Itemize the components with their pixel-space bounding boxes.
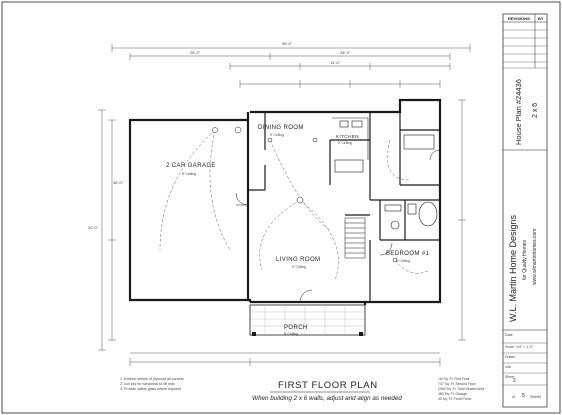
dim-left2: 36'-0" xyxy=(113,180,124,185)
area-row-2: 747 Sq. Ft. Second Floor xyxy=(438,382,476,386)
house-plan-number: House Plan #24436 xyxy=(514,79,523,145)
by-header: BY xyxy=(538,16,544,21)
field-scale: Scale: 1/4" = 1'-0" xyxy=(505,345,534,349)
interior-walls xyxy=(248,112,440,302)
dim-overall-top: 55'-0" xyxy=(282,41,293,46)
title-block-frame xyxy=(502,13,548,408)
dim-overall-top2: 28'-0" xyxy=(340,50,351,55)
bath-fixtures xyxy=(384,134,438,230)
dim-seg2: 14'-0" xyxy=(330,60,341,65)
revisions-header: REVISIONS xyxy=(508,16,530,21)
room-bedroom-label: BEDROOM #1 xyxy=(386,251,430,257)
wall-size: 2 x 6 xyxy=(532,102,539,118)
porch-area xyxy=(249,304,366,336)
room-porch-ceiling: 8' Ceiling xyxy=(284,332,298,336)
plan-title: FIRST FLOOR PLAN xyxy=(278,380,378,391)
staircase xyxy=(344,217,366,259)
field-date: Date xyxy=(505,333,513,337)
room-dining-ceiling: 9' Ceiling xyxy=(270,133,284,137)
field-sheet-label: Sheet xyxy=(505,375,515,379)
room-kitchen-ceiling: 9' Ceiling xyxy=(338,141,352,145)
room-bedroom-ceiling: 9' Ceiling xyxy=(396,259,410,263)
door-swings xyxy=(235,149,441,303)
field-sheets-word: Sheets xyxy=(530,395,542,399)
note-3: 3. Provide safety glass where required xyxy=(120,387,182,391)
field-drawn: Drawn xyxy=(505,355,516,359)
light-fixtures xyxy=(212,126,398,263)
field-sheets-total: 5 xyxy=(522,393,525,399)
revision-rows xyxy=(503,29,547,69)
room-porch-label: PORCH xyxy=(284,325,308,331)
area-row-1: 1st Sq. Ft. First Floor xyxy=(438,377,470,381)
title-field-rows xyxy=(503,342,547,386)
dimension-lines xyxy=(98,44,471,366)
room-kitchen-label: KITCHEN xyxy=(336,134,359,139)
room-garage-ceiling: 8' Ceiling xyxy=(182,172,196,176)
room-living-ceiling: 9' Ceiling xyxy=(292,265,306,269)
dim-seg1: 26'-0" xyxy=(190,50,201,55)
room-garage-label: 2 CAR GARAGE xyxy=(166,163,216,169)
company-name: W.L. Martin Home Designs xyxy=(508,214,518,322)
area-row-4: 480 Sq. Ft. Garage xyxy=(438,392,467,396)
field-sheet-num: 2 xyxy=(513,378,516,384)
area-row-5: 40 Sq. Ft. Front Porch xyxy=(438,397,472,401)
area-row-3: 2093 Sq. Ft. Total Heated Area xyxy=(438,387,485,391)
note-2: 2. 1x4 sky for horizontal to 4ft max xyxy=(120,382,175,386)
dim-left: 20'-0" xyxy=(88,225,99,230)
room-dining-label: DINING ROOM xyxy=(258,125,304,131)
plan-subtitle: When building 2 x 6 walls, adjust and al… xyxy=(252,395,402,402)
room-living-label: LIVING ROOM xyxy=(276,257,321,263)
field-job: Job xyxy=(505,365,511,369)
field-of: of xyxy=(512,395,515,399)
electrical-wiring xyxy=(159,129,431,281)
company-website: www.wlmartinhomes.com xyxy=(532,228,538,285)
kitchen-counters xyxy=(332,117,369,173)
company-tagline: for Quality Homes xyxy=(522,239,528,280)
note-1: 1. Exterior sheets of plywood all corner… xyxy=(120,377,184,381)
